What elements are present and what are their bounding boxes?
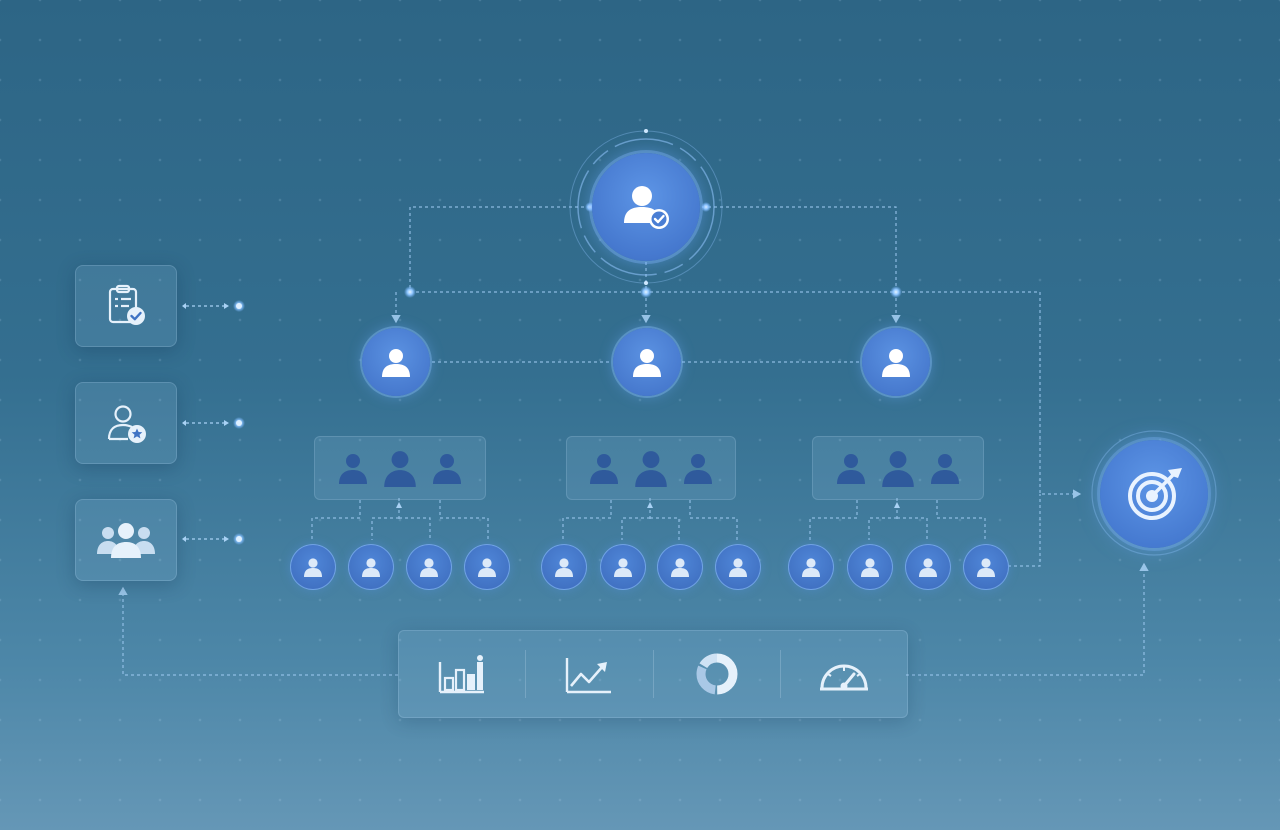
person-icon xyxy=(837,454,865,484)
metric-bar-chart[interactable] xyxy=(399,631,525,717)
user-icon xyxy=(478,558,496,577)
person-icon xyxy=(384,451,416,487)
side-link-team xyxy=(182,533,245,545)
member-node-2-2[interactable] xyxy=(600,544,646,590)
metric-divider xyxy=(779,650,781,698)
root-node[interactable] xyxy=(592,153,700,261)
user-icon xyxy=(304,558,322,577)
user-icon xyxy=(919,558,937,577)
user-icon xyxy=(633,349,661,377)
line-trend-icon xyxy=(566,658,612,694)
member-node-2-1[interactable] xyxy=(541,544,587,590)
person-icon xyxy=(931,454,959,484)
team-box-3[interactable] xyxy=(812,436,984,500)
group-icon xyxy=(97,523,155,558)
person-icon xyxy=(339,454,367,484)
member-node-1-1[interactable] xyxy=(290,544,336,590)
member-node-1-2[interactable] xyxy=(348,544,394,590)
user-icon xyxy=(555,558,573,577)
manager-node-1[interactable] xyxy=(362,328,430,396)
target-node-ring xyxy=(1091,430,1217,556)
user-star-icon xyxy=(107,405,146,443)
metrics-bar xyxy=(398,630,908,718)
user-icon xyxy=(614,558,632,577)
person-icon xyxy=(684,454,712,484)
user-icon xyxy=(802,558,820,577)
member-node-3-1[interactable] xyxy=(788,544,834,590)
metric-line-trend[interactable] xyxy=(526,631,652,717)
side-card-team[interactable] xyxy=(75,499,177,581)
bar-chart-icon xyxy=(438,655,485,694)
user-icon xyxy=(671,558,689,577)
person-icon xyxy=(635,451,667,487)
side-link-evaluation xyxy=(182,417,245,429)
gauge-icon xyxy=(819,664,868,691)
member-node-1-3[interactable] xyxy=(406,544,452,590)
person-icon xyxy=(882,451,914,487)
user-icon xyxy=(729,558,747,577)
metric-donut-chart[interactable] xyxy=(654,631,780,717)
metric-divider xyxy=(525,650,527,698)
side-link-tasks xyxy=(182,300,245,312)
team-box-2[interactable] xyxy=(566,436,736,500)
target-arrow-icon xyxy=(1128,468,1182,520)
manager-node-3[interactable] xyxy=(862,328,930,396)
manager-node-2[interactable] xyxy=(613,328,681,396)
donut-chart-icon xyxy=(696,653,738,695)
metric-divider xyxy=(652,650,654,698)
person-icon xyxy=(433,454,461,484)
user-icon xyxy=(882,349,910,377)
root-node-rings xyxy=(569,129,723,285)
side-card-evaluation[interactable] xyxy=(75,382,177,464)
metric-gauge[interactable] xyxy=(781,631,907,717)
user-check-icon xyxy=(624,186,669,229)
goal-target-node[interactable] xyxy=(1100,440,1208,548)
user-icon xyxy=(420,558,438,577)
member-node-1-4[interactable] xyxy=(464,544,510,590)
user-icon xyxy=(977,558,995,577)
person-icon xyxy=(590,454,618,484)
member-node-3-3[interactable] xyxy=(905,544,951,590)
user-icon xyxy=(362,558,380,577)
user-icon xyxy=(382,349,410,377)
member-node-2-3[interactable] xyxy=(657,544,703,590)
team-box-1[interactable] xyxy=(314,436,486,500)
member-node-2-4[interactable] xyxy=(715,544,761,590)
member-node-3-4[interactable] xyxy=(963,544,1009,590)
member-node-3-2[interactable] xyxy=(847,544,893,590)
side-card-tasks[interactable] xyxy=(75,265,177,347)
user-icon xyxy=(861,558,879,577)
clipboard-check-icon xyxy=(108,284,145,325)
